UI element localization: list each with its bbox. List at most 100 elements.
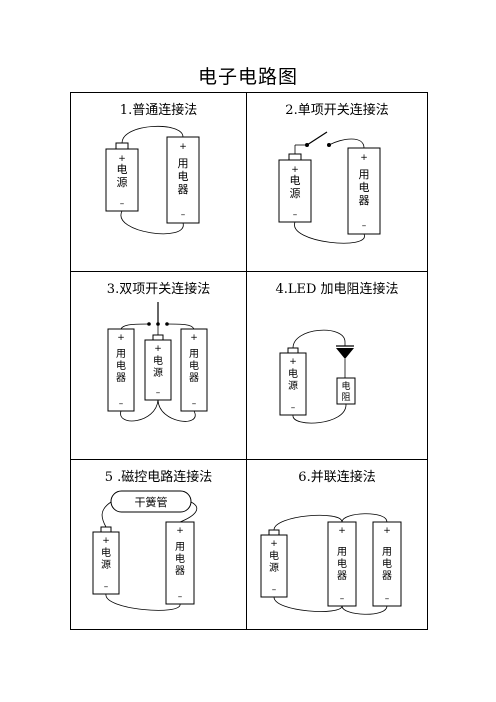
wire bbox=[179, 501, 198, 523]
svg-text:用: 用 bbox=[175, 542, 185, 553]
svg-text:–: – bbox=[104, 582, 109, 592]
load-device: + 用 电 器 – bbox=[165, 521, 195, 605]
page-title: 电子电路图 bbox=[197, 66, 298, 88]
cell-title: 3.双项开关连接法 bbox=[106, 282, 211, 297]
plus-sign: + bbox=[118, 154, 126, 164]
svg-text:器: 器 bbox=[116, 372, 126, 384]
device-label-3: 器 bbox=[178, 183, 189, 196]
wire bbox=[294, 221, 365, 244]
svg-text:电: 电 bbox=[116, 359, 126, 372]
minus-sign: – bbox=[120, 199, 125, 209]
power-source: + 电 源 – bbox=[260, 529, 288, 598]
cell-title: 6.并联连接法 bbox=[298, 470, 376, 485]
circuit-diagram-double-switch: + 用 电 器 – + 电 源 – + 用 电 器 – bbox=[107, 302, 208, 422]
wire bbox=[120, 399, 159, 422]
battery-terminal bbox=[115, 142, 129, 150]
device-label-2: 电 bbox=[178, 170, 189, 183]
source-label-2: 源 bbox=[117, 175, 128, 189]
svg-text:电: 电 bbox=[290, 174, 301, 187]
svg-text:器: 器 bbox=[337, 570, 347, 582]
cell-double-switch: 3.双项开关连接法 + 用 电 器 – + 电 源 – + 用 bbox=[71, 271, 246, 459]
wire bbox=[341, 513, 388, 523]
svg-text:电: 电 bbox=[101, 546, 111, 559]
load-device: + 用 电 器 – bbox=[166, 136, 200, 224]
power-source: + 电 源 – bbox=[105, 142, 139, 212]
load-device-right: + 用 电 器 – bbox=[180, 328, 208, 412]
svg-text:+: + bbox=[289, 357, 297, 367]
svg-text:–: – bbox=[340, 594, 345, 604]
wire bbox=[292, 329, 346, 349]
svg-text:源: 源 bbox=[153, 366, 163, 379]
svg-text:器: 器 bbox=[189, 372, 199, 384]
load-device: + 用 电 器 – bbox=[347, 147, 381, 235]
svg-text:+: + bbox=[291, 165, 299, 175]
svg-text:电: 电 bbox=[288, 367, 298, 380]
led-icon bbox=[336, 342, 354, 378]
svg-text:器: 器 bbox=[359, 194, 370, 207]
cell-title: 4.LED 加电阻连接法 bbox=[275, 282, 399, 297]
reed-switch: 干簧管 bbox=[110, 490, 192, 513]
circuit-diagram-parallel: + 电 源 – + 用 电 器 – + 用 电 器 – bbox=[260, 513, 402, 615]
svg-text:–: – bbox=[178, 592, 183, 602]
svg-text:用: 用 bbox=[359, 168, 370, 181]
svg-text:源: 源 bbox=[101, 558, 111, 571]
svg-text:器: 器 bbox=[175, 565, 185, 577]
battery-body bbox=[105, 148, 139, 212]
svg-text:电: 电 bbox=[337, 557, 347, 570]
svg-text:用: 用 bbox=[382, 547, 392, 558]
svg-text:电: 电 bbox=[175, 552, 185, 565]
power-source: + 电 源 – bbox=[144, 334, 172, 401]
minus-sign: – bbox=[181, 210, 186, 220]
svg-text:–: – bbox=[272, 585, 277, 595]
svg-text:器: 器 bbox=[382, 570, 392, 582]
svg-text:源: 源 bbox=[288, 379, 298, 392]
power-source: + 电 源 – bbox=[278, 153, 312, 223]
svg-text:+: + bbox=[383, 526, 391, 536]
load-device-2: + 用 电 器 – bbox=[372, 521, 402, 607]
plus-sign: + bbox=[179, 142, 187, 152]
circuit-diagram-magnetic: 干簧管 + 电 源 – + 用 电 器 – bbox=[92, 490, 198, 611]
wire bbox=[273, 514, 343, 531]
power-source: + 电 源 – bbox=[279, 347, 307, 416]
svg-text:电: 电 bbox=[189, 359, 199, 372]
wire bbox=[157, 399, 196, 422]
circuit-table: 1.普通连接法 + 电 源 – + 用 电 器 – 2.单项开关连接法 bbox=[70, 92, 428, 630]
svg-text:电: 电 bbox=[269, 549, 279, 562]
source-label-1: 电 bbox=[117, 163, 128, 176]
svg-text:–: – bbox=[293, 210, 298, 220]
svg-text:–: – bbox=[192, 399, 197, 409]
load-device-1: + 用 电 器 – bbox=[327, 521, 357, 607]
svg-text:电: 电 bbox=[153, 354, 163, 367]
device-label-1: 用 bbox=[178, 157, 189, 170]
cell-parallel: 6.并联连接法 + 电 源 – + 用 电 器 – + 用 bbox=[246, 459, 427, 629]
wire bbox=[120, 210, 184, 235]
wire bbox=[341, 605, 388, 615]
cell-title: 1.普通连接法 bbox=[119, 103, 198, 118]
svg-text:用: 用 bbox=[189, 349, 199, 360]
svg-text:电: 电 bbox=[341, 380, 350, 392]
circuit-diagram-led-resistor: + 电 源 – 电 阻 bbox=[279, 329, 356, 424]
svg-text:阻: 阻 bbox=[341, 392, 350, 403]
wire bbox=[105, 593, 181, 611]
svg-text:电: 电 bbox=[382, 557, 392, 570]
circuit-diagram-single-switch: + 电 源 – + 用 电 器 – bbox=[278, 131, 381, 244]
svg-text:用: 用 bbox=[337, 547, 347, 558]
load-device-left: + 用 电 器 – bbox=[107, 328, 135, 412]
svg-text:用: 用 bbox=[116, 349, 126, 360]
svg-text:+: + bbox=[270, 539, 278, 549]
svg-text:–: – bbox=[119, 399, 124, 409]
cell-magnetic-control: 5 .磁控电路连接法 干簧管 + 电 源 – + 用 电 器 – bbox=[71, 459, 246, 629]
svg-text:+: + bbox=[117, 333, 125, 343]
svg-text:+: + bbox=[154, 344, 162, 354]
svg-text:电: 电 bbox=[359, 181, 370, 194]
svg-text:+: + bbox=[190, 333, 198, 343]
reed-switch-label: 干簧管 bbox=[135, 495, 168, 509]
wire bbox=[101, 501, 112, 528]
wire bbox=[121, 126, 184, 144]
double-switch-icon bbox=[120, 302, 195, 335]
cell-title: 2.单项开关连接法 bbox=[285, 103, 389, 118]
resistor: 电 阻 bbox=[336, 377, 356, 405]
cell-single-switch: 2.单项开关连接法 + 电 源 – + 用 电 器 – bbox=[246, 93, 427, 271]
svg-text:源: 源 bbox=[269, 561, 279, 574]
svg-text:–: – bbox=[156, 388, 161, 398]
